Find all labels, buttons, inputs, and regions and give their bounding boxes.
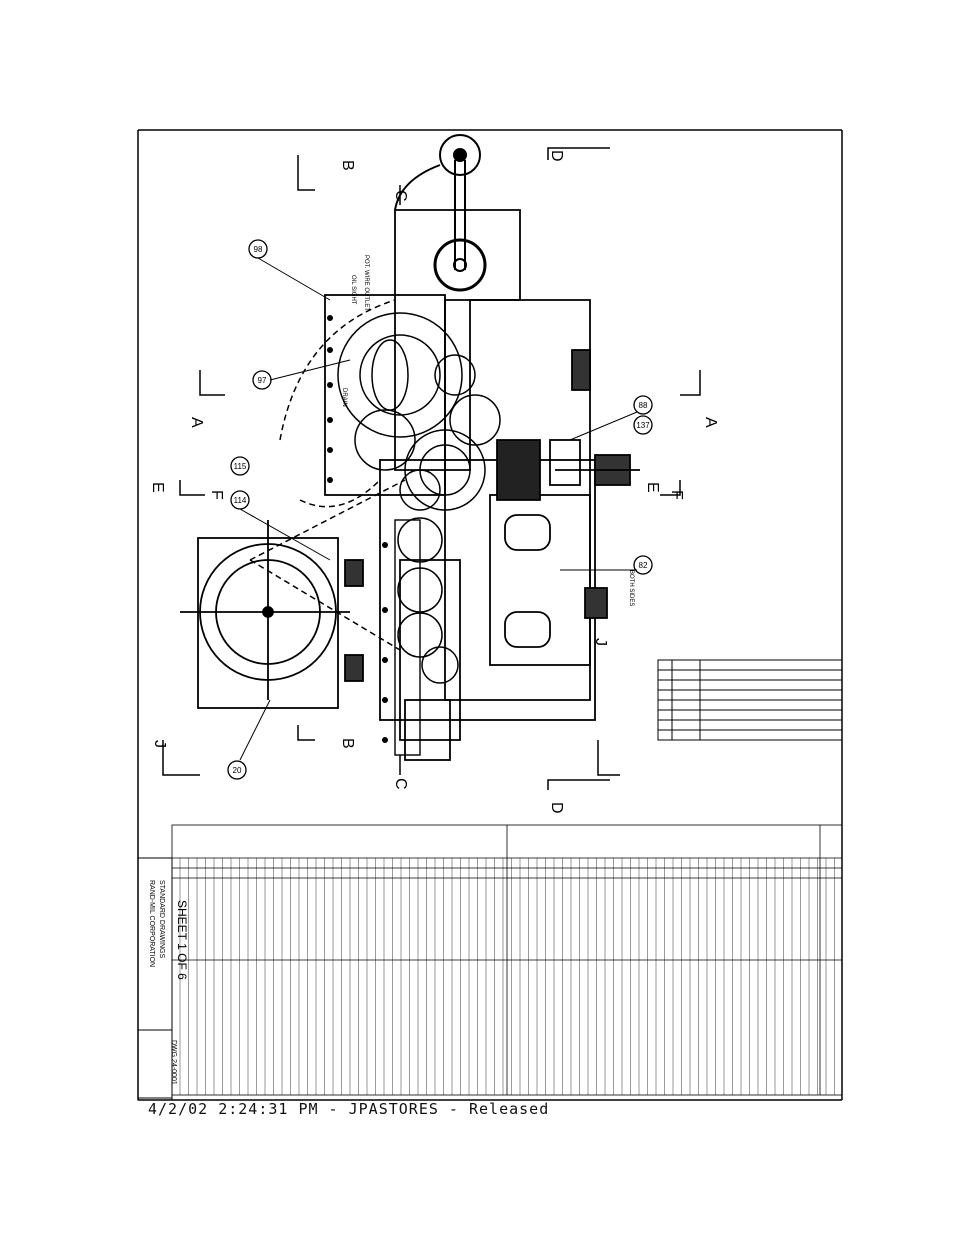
- section-j-right: J: [592, 638, 609, 646]
- section-f-left: F: [208, 490, 225, 500]
- drawing-title: STANDARD DRAWINGS: [158, 880, 165, 959]
- balloon-137: 137: [636, 421, 650, 430]
- release-stamp: 4/2/02 2:24:31 PM - JPASTORES - Released: [148, 1100, 550, 1118]
- drawing-number: DWG 24-0001: [170, 1040, 177, 1085]
- main-housing: [324, 209, 596, 761]
- balloon-97: 97: [258, 376, 267, 385]
- section-d-top: D: [548, 150, 565, 162]
- company-name: RAND-MIL CORPORATION: [148, 880, 155, 967]
- small-parts-table: [657, 659, 843, 741]
- parts-list-rows: [179, 858, 835, 1095]
- title-block-text: RAND-MIL CORPORATION STANDARD DRAWINGS D…: [148, 880, 177, 1085]
- section-labels: B B C C D D A A E E F F J J: [149, 150, 719, 814]
- right-side-components: [489, 349, 640, 666]
- callouts: POT. WIRE OUTLET OIL SIGHT DRAIN BOTH SI…: [341, 255, 634, 606]
- motor-base: [180, 520, 364, 709]
- callout-pot-wire: POT. WIRE OUTLET: [363, 255, 369, 311]
- title-block: [137, 857, 173, 1101]
- balloon-98: 98: [254, 245, 263, 254]
- section-a-left: A: [188, 417, 205, 428]
- balloon-115: 115: [234, 462, 247, 471]
- balloon-82: 82: [639, 561, 648, 570]
- input-shaft: [394, 134, 487, 292]
- section-e-right: E: [644, 482, 661, 493]
- balloon-88: 88: [639, 401, 648, 410]
- parts-list: [171, 824, 843, 1096]
- section-b-bottom: B: [339, 738, 356, 749]
- section-d-bottom: D: [548, 802, 565, 814]
- section-e-left: E: [149, 482, 166, 493]
- balloon-20: 20: [233, 766, 242, 775]
- callout-oil-sight: OIL SIGHT: [350, 275, 356, 305]
- section-markers: [162, 147, 701, 790]
- item-balloons: 98 97 88 82 137 115 114 20: [227, 239, 653, 780]
- section-c-top: C: [392, 190, 409, 202]
- leader-lines: [239, 257, 638, 761]
- section-a-right: A: [702, 417, 719, 428]
- gear-train: [249, 299, 501, 684]
- bolt-row: [327, 315, 388, 743]
- balloon-114: 114: [234, 496, 247, 505]
- section-b-top: B: [339, 160, 356, 171]
- sheet-label: SHEET 1 OF 6: [175, 900, 189, 980]
- section-j-left: J: [151, 740, 168, 748]
- callout-both-sides: BOTH SIDES: [628, 570, 634, 606]
- section-f-right: F: [668, 490, 685, 500]
- section-c-bottom: C: [392, 778, 409, 790]
- callout-drain: DRAIN: [341, 388, 347, 407]
